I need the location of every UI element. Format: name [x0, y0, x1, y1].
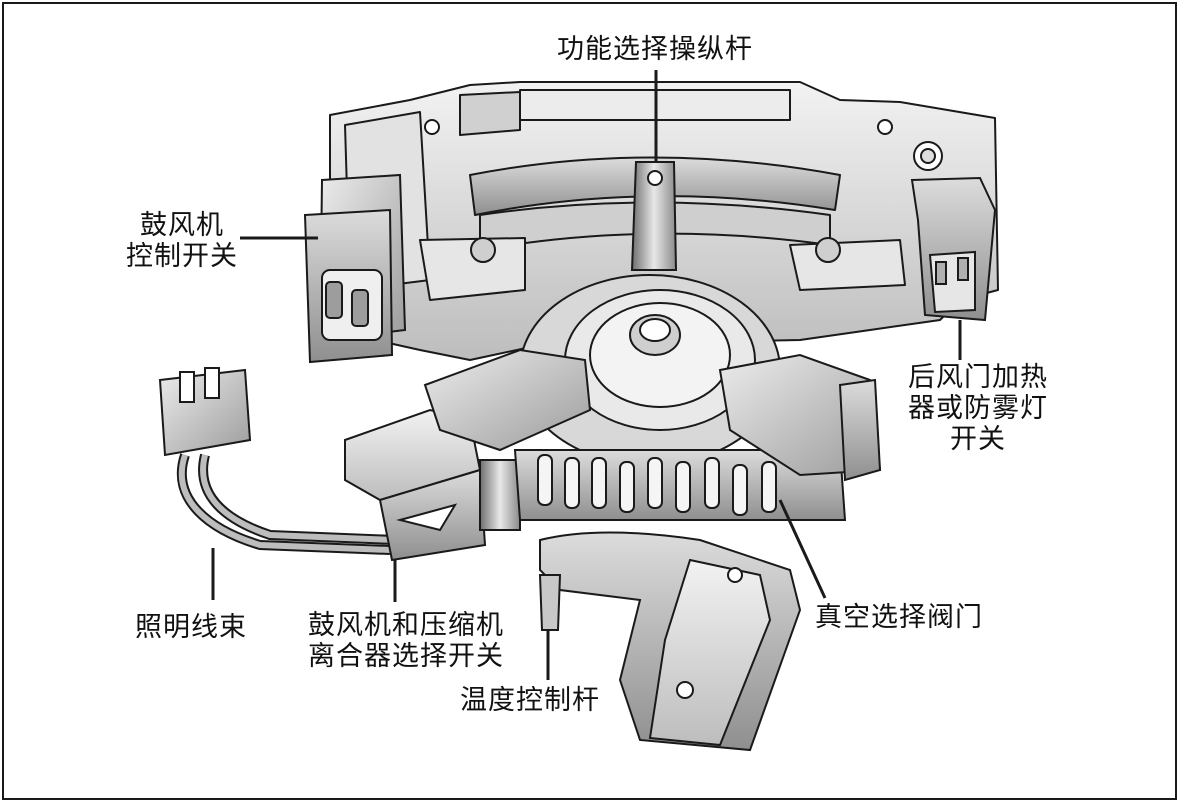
- rear-defrost-switch-label-line1: 后风门加热: [908, 362, 1048, 393]
- blower-compressor-switch-label-line1: 鼓风机和压缩机: [308, 610, 504, 641]
- blower-control-switch: [240, 173, 407, 364]
- rotary-dial: [519, 274, 781, 466]
- rear-defrost-switch-label-line2: 器或防雾灯: [908, 393, 1048, 424]
- blower-compressor-switch-label-line2: 离合器选择开关: [308, 641, 504, 672]
- vacuum-selector-valve: [513, 353, 882, 599]
- function-lever-label: 功能选择操纵杆: [557, 34, 753, 65]
- wiring-harness-label: 照明线束: [135, 612, 247, 643]
- rear-defrost-switch-label: 后风门加热 器或防雾灯 开关: [888, 362, 1068, 455]
- temperature-lever-label: 温度控制杆: [460, 685, 600, 716]
- blower-switch-label: 鼓风机 控制开关: [112, 210, 252, 272]
- blower-switch-label-line1: 鼓风机: [140, 210, 224, 241]
- lighting-wiring-harness: [158, 367, 396, 600]
- function-lever: [630, 70, 678, 271]
- vacuum-valve-label: 真空选择阀门: [815, 602, 983, 633]
- blower-switch-label-line2: 控制开关: [126, 241, 238, 272]
- blower-compressor-switch-label: 鼓风机和压缩机 离合器选择开关: [283, 610, 529, 672]
- temperature-control-lever: [538, 531, 802, 752]
- rear-defrost-switch-label-line3: 开关: [950, 424, 1006, 455]
- rear-defrost-switch: [910, 176, 997, 360]
- blower-compressor-clutch-switch: [344, 348, 592, 602]
